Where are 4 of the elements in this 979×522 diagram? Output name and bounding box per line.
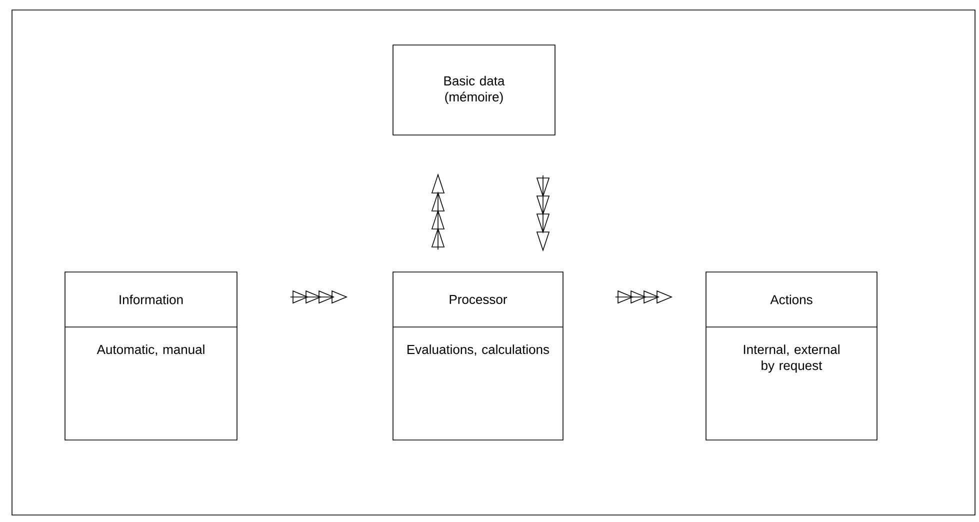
process-box: Actions Internal, external by request: [706, 272, 878, 440]
data-box: Basic data (mémoire): [392, 44, 556, 136]
process-box: Information Automatic, manual: [64, 272, 238, 440]
process-box: Processor Evaluations, calculations: [392, 272, 564, 440]
